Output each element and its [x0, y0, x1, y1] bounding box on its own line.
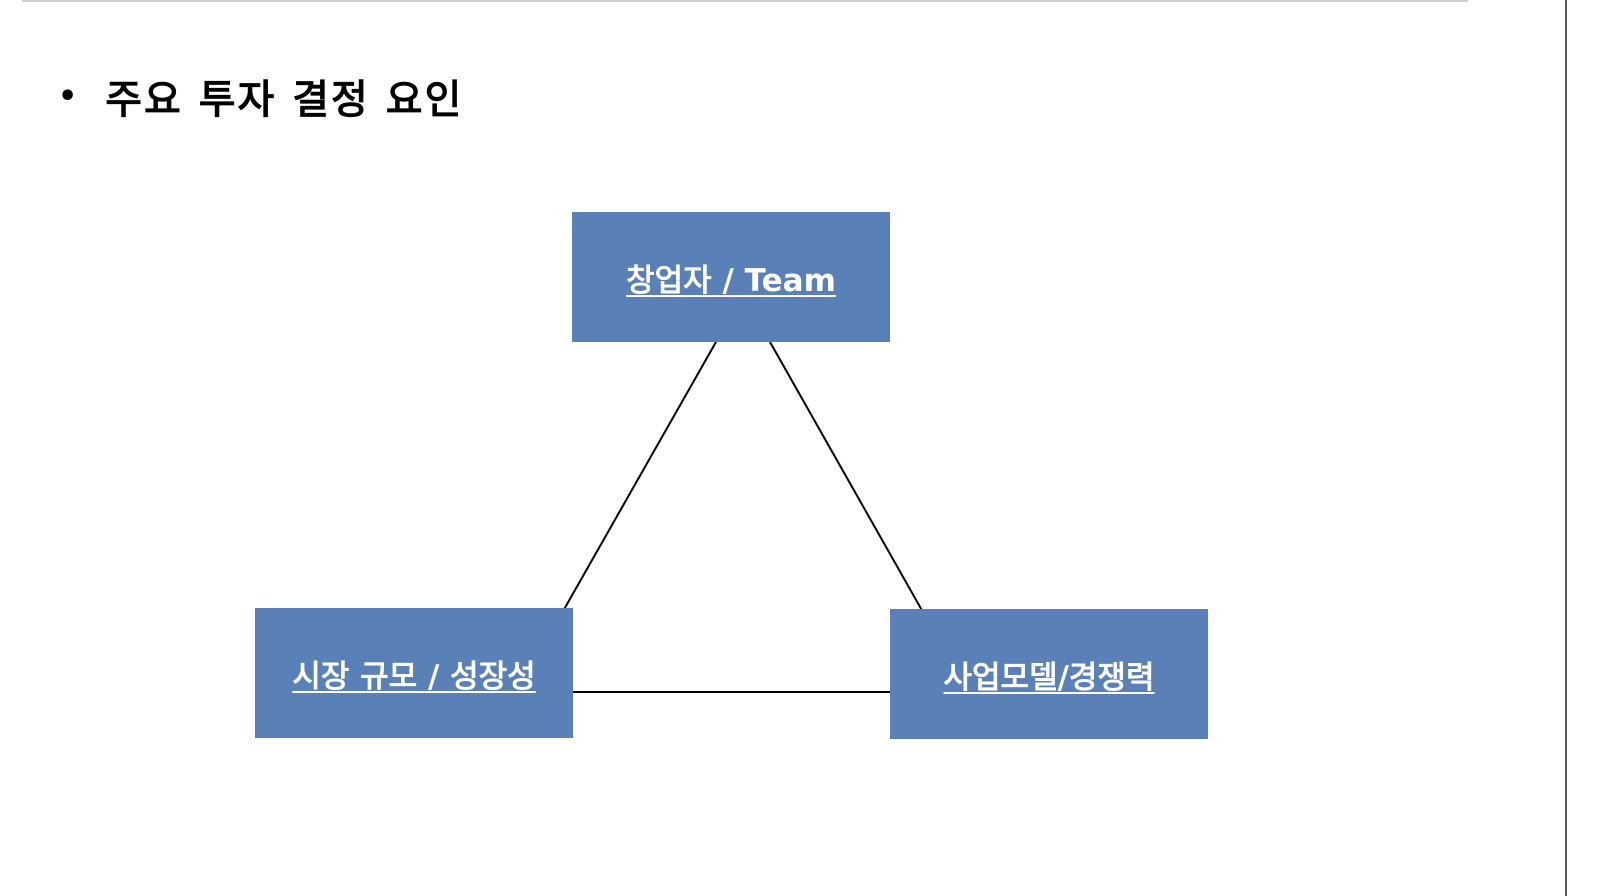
connector-top-left — [557, 341, 717, 621]
heading-bullet: • — [58, 78, 80, 114]
page-right-edge — [1565, 0, 1567, 896]
connector-top-right — [769, 341, 929, 622]
node-founder-team: 창업자 / Team — [572, 212, 890, 342]
node-business-model-competitiveness: 사업모델/경쟁력 — [890, 609, 1208, 739]
node-market-size-growth: 시장 규모 / 성장성 — [255, 608, 573, 738]
node-market-size-growth-label: 시장 규모 / 성장성 — [292, 658, 536, 695]
node-business-model-competitiveness-label: 사업모델/경쟁력 — [943, 659, 1155, 696]
heading-text: 주요 투자 결정 요인 — [105, 77, 464, 123]
top-divider — [22, 0, 1468, 2]
slide-heading: • 주요 투자 결정 요인 — [58, 66, 463, 126]
node-founder-team-label: 창업자 / Team — [626, 262, 836, 299]
